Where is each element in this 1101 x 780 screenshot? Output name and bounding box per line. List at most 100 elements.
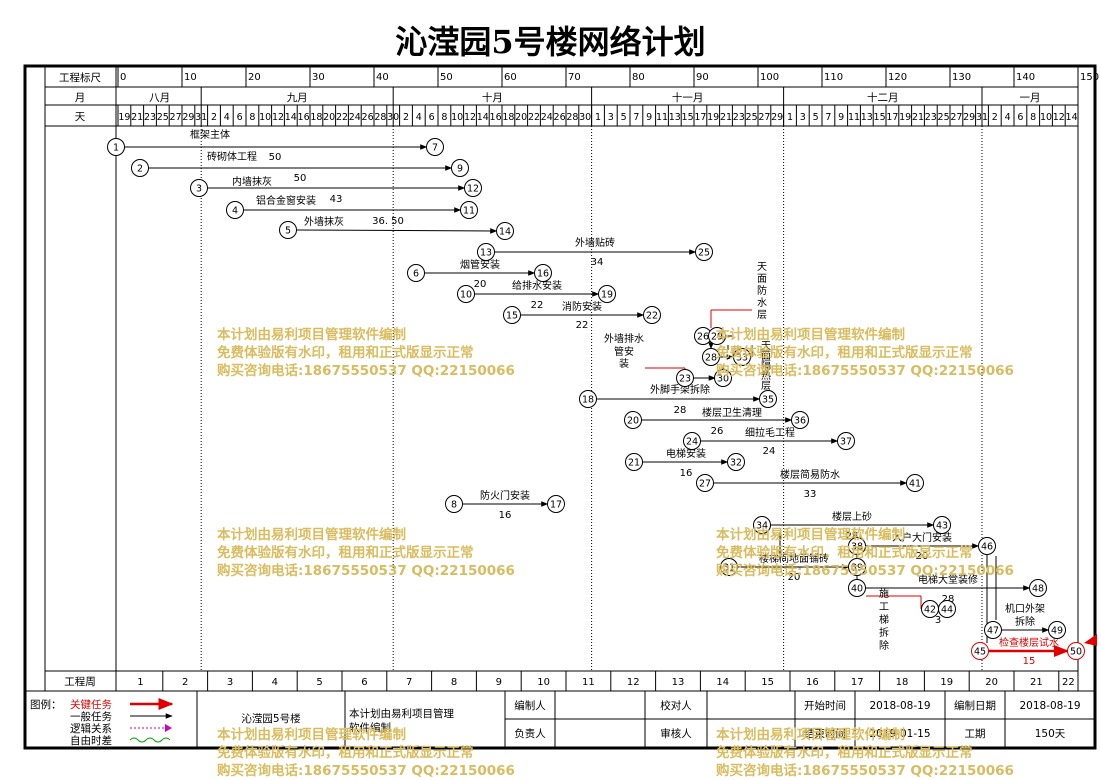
node-number: 37 — [840, 437, 852, 448]
footer-duration-label: 工期 — [965, 728, 986, 740]
node-number: 28 — [705, 353, 717, 364]
task-arrow — [296, 228, 498, 234]
month-label: 月 — [75, 92, 86, 104]
node-circle — [727, 453, 745, 471]
task-name: 检查楼层试水 — [999, 636, 1059, 649]
node-circle — [625, 453, 643, 471]
node-number: 13 — [480, 248, 492, 259]
watermark: 本计划由易利项目管理软件编制免费体验版有水印，租用和正式版显示正常购买咨询电话:… — [716, 526, 1014, 580]
task-name: 电梯安装 — [666, 447, 706, 460]
day-label-cell: 22 — [336, 112, 348, 123]
task-name: 外墙抹灰 — [304, 215, 344, 228]
scale-tick-label: 90 — [696, 72, 709, 83]
node-circle — [598, 285, 616, 303]
day-label-cell: 24 — [349, 112, 361, 123]
task-duration: 20 — [788, 572, 801, 583]
node-circle — [279, 221, 297, 239]
day-label-cell: 16 — [298, 112, 310, 123]
legend-normal: 一般任务 — [70, 710, 112, 723]
node-circle — [579, 390, 597, 408]
legend-logic: 逻辑关系 — [70, 722, 112, 735]
node-number: 25 — [698, 248, 710, 259]
node-number: 2 — [137, 164, 143, 175]
day-label-cell: 11 — [848, 112, 860, 123]
task-duration: 34 — [591, 257, 604, 268]
node-number: 10 — [460, 290, 472, 301]
day-label-cell: 9 — [646, 112, 652, 123]
day-label-cell: 23 — [733, 112, 745, 123]
footer-checker-label: 校对人 — [660, 699, 692, 712]
day-label-cell: 18 — [310, 112, 322, 123]
node-number: 29 — [711, 332, 723, 343]
day-label-cell: 4 — [224, 112, 230, 123]
day-label-cell: 28 — [374, 112, 386, 123]
footer-compile-date-value: 2018-08-19 — [1019, 700, 1080, 712]
node-number: 49 — [1051, 626, 1063, 637]
task-name: 电梯大堂装修 — [918, 573, 978, 586]
node-circle — [534, 264, 552, 282]
watermark: 本计划由易利项目管理软件编制免费体验版有水印，租用和正式版显示正常购买咨询电话:… — [716, 726, 1014, 780]
scale-tick-label: 10 — [184, 72, 197, 83]
node-circle — [720, 558, 738, 576]
node-circle — [407, 264, 425, 282]
scale-tick-label: 60 — [504, 72, 517, 83]
day-label-cell: 2 — [211, 112, 217, 123]
day-label-cell: 6 — [237, 112, 243, 123]
node-circle — [708, 327, 726, 345]
node-number: 12 — [467, 184, 479, 195]
day-label-cell: 2 — [403, 112, 409, 123]
day-label-cell: 19 — [707, 112, 719, 123]
watermark-line: 免费体验版有水印，租用和正式版显示正常 — [217, 745, 474, 761]
node-number: 32 — [730, 458, 742, 469]
day-label-cell: 12 — [464, 112, 476, 123]
day-label-cell: 31 — [195, 112, 207, 123]
vertical-task-label: 管安 — [614, 345, 634, 358]
day-label-cell: 3 — [608, 112, 614, 123]
day-label-cell: 17 — [886, 112, 898, 123]
vertical-task-label: 外墙排水 — [604, 332, 644, 345]
task-name: 楼层卫生清理 — [702, 406, 762, 419]
node-circle — [1029, 579, 1047, 597]
day-label-cell: 27 — [950, 112, 962, 123]
watermark-line: 购买咨询电话:18675550537 QQ:22150066 — [716, 363, 1014, 379]
month-label-cell: 九月 — [287, 92, 308, 104]
week-label-cell: 3 — [227, 677, 233, 688]
watermark-line: 本计划由易利项目管理软件编制 — [716, 727, 905, 743]
task-name: 消防安装 — [562, 300, 602, 313]
footer-note: 本计划由易利项目管理 — [349, 707, 454, 720]
watermark-line: 本计划由易利项目管理软件编制 — [217, 727, 406, 743]
day-label-cell: 11 — [656, 112, 668, 123]
week-label-cell: 14 — [716, 677, 729, 688]
outer-frame — [23, 64, 1097, 750]
node-number: 9 — [457, 164, 463, 175]
week-label-cell: 19 — [940, 677, 953, 688]
node-circle — [676, 369, 694, 387]
node-circle — [1048, 621, 1066, 639]
scale-tick-label: 150 — [1080, 72, 1099, 83]
task-name: 外脚手架拆除 — [650, 383, 710, 396]
node-circle — [848, 579, 866, 597]
node-number: 15 — [506, 311, 518, 322]
footer-compiler-label: 编制人 — [514, 699, 546, 712]
footer-note: 软件编制 — [349, 721, 391, 734]
task-duration: 16 — [680, 468, 693, 479]
scale-tick-label: 110 — [824, 72, 843, 83]
task-duration: 28 — [942, 594, 955, 605]
week-label-cell: 2 — [182, 677, 188, 688]
week-label-cell: 4 — [272, 677, 278, 688]
day-label-cell: 14 — [1066, 112, 1078, 123]
day-label-cell: 22 — [528, 112, 540, 123]
week-label-cell: 22 — [1062, 677, 1075, 688]
task-duration: 15 — [1023, 656, 1036, 667]
week-label-cell: 18 — [896, 677, 909, 688]
vertical-task-label: 水 — [757, 297, 767, 309]
task-name: 楼梯间地面铺砖 — [759, 552, 829, 565]
day-label-cell: 29 — [771, 112, 783, 123]
vertical-task-label: 隔 — [761, 360, 771, 372]
task-name: 拆除 — [1015, 615, 1035, 628]
scale-tick-label: 130 — [952, 72, 971, 83]
day-label-cell: 23 — [925, 112, 937, 123]
node-circle — [733, 348, 751, 366]
week-label-cell: 21 — [1030, 677, 1043, 688]
day-label-cell: 10 — [1040, 112, 1052, 123]
